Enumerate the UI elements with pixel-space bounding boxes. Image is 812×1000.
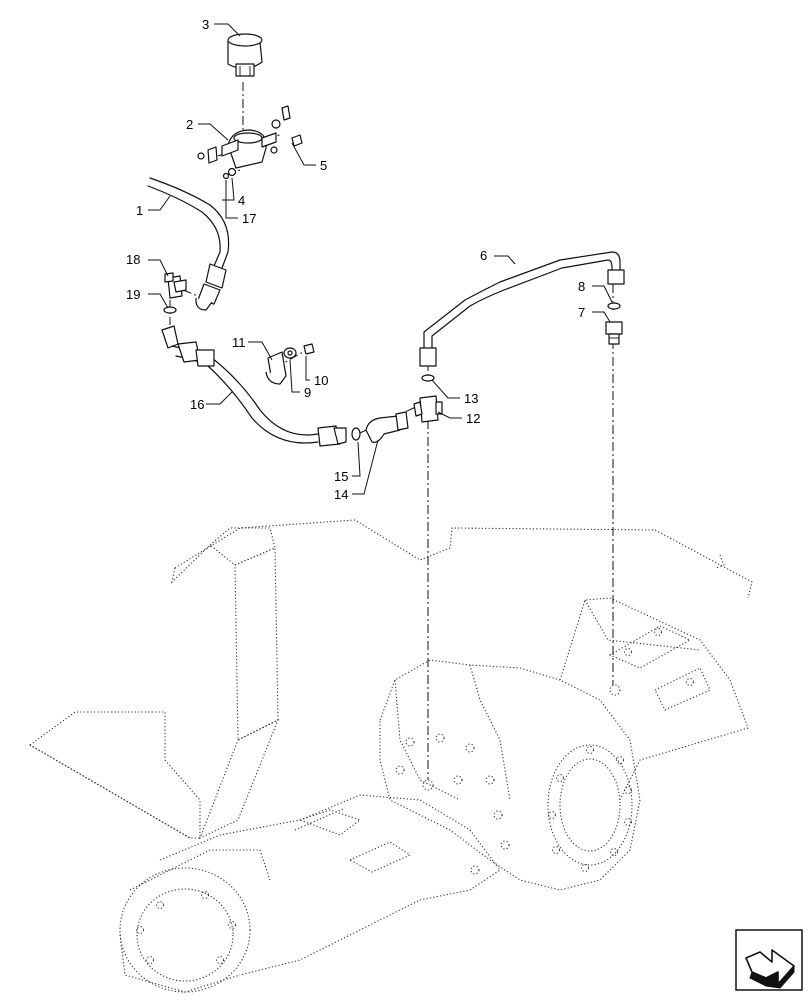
callout-14: 14 [334,487,348,502]
hose-upper [147,177,230,311]
callout-15: 15 [334,469,348,484]
callout-1: 1 [136,203,143,218]
clamp-bracket [197,105,303,180]
callout-10: 10 [314,373,328,388]
callout-11: 11 [232,335,246,350]
chassis-frame [28,519,753,840]
next-page-arrow-icon[interactable] [735,929,803,991]
hose-long [161,325,347,447]
seal-washer-19 [163,306,177,314]
o-ring-13 [421,374,435,382]
elbow-fitting-18 [164,272,187,299]
hose-clip-11 [265,351,287,385]
callout-9: 9 [304,385,311,400]
callout-4: 4 [238,193,245,208]
callout-2: 2 [186,117,193,132]
washer-9 [283,347,297,359]
callout-19: 19 [126,287,140,302]
callout-13: 13 [464,391,478,406]
callout-17: 17 [242,211,256,226]
accumulator [227,33,263,77]
callout-7: 7 [578,305,585,320]
o-ring-15 [351,427,361,441]
tee-fitting-12 [413,395,443,423]
callout-leaders [148,23,613,495]
bolt-10 [303,343,315,355]
callout-5: 5 [320,158,327,173]
o-ring-8 [607,302,621,310]
callout-3: 3 [202,17,209,32]
axle-housing [119,597,749,993]
callout-6: 6 [480,248,487,263]
elbow-14 [365,411,409,443]
adapter-7 [605,321,623,345]
callout-16: 16 [190,397,204,412]
rigid-tube-6 [419,251,625,367]
callout-8: 8 [578,279,585,294]
callout-18: 18 [126,252,140,267]
callout-12: 12 [466,411,480,426]
callout-labels: 3 2 1 5 4 17 6 18 19 8 7 11 10 9 16 13 1… [126,17,585,502]
